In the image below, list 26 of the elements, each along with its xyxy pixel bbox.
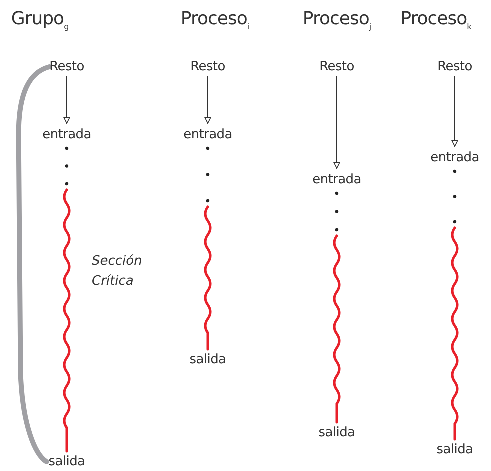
text-label: entrada	[430, 150, 480, 166]
column-heading: Proceso$_{j}$	[302, 8, 372, 32]
wavy-line	[451, 226, 459, 441]
wavy-line	[63, 188, 71, 453]
text-label: salida	[436, 442, 474, 458]
text-label: Resto	[190, 60, 226, 74]
wavy-line	[333, 234, 341, 424]
text-label: entrada	[42, 128, 92, 142]
column-heading: Proceso$_{k}$	[400, 8, 472, 32]
arrow	[452, 76, 458, 147]
text-label: salida	[318, 426, 356, 440]
column-heading: Proceso$_{i}$	[180, 8, 250, 32]
arrow	[334, 76, 340, 169]
text-label: salida	[190, 352, 226, 368]
bracket-line	[16, 64, 52, 464]
section-label: Sección Crítica	[92, 253, 144, 291]
text-label: Resto	[438, 60, 472, 74]
arrow	[204, 76, 212, 124]
wavy-line	[204, 206, 212, 351]
column-heading: Grupo$_{g}$	[11, 8, 69, 32]
text-label: entrada	[312, 172, 362, 188]
arrow	[64, 76, 70, 124]
text-label: Resto	[50, 60, 84, 74]
text-label: Resto	[320, 60, 354, 74]
text-label: salida	[48, 454, 86, 470]
text-label: entrada	[184, 128, 232, 142]
